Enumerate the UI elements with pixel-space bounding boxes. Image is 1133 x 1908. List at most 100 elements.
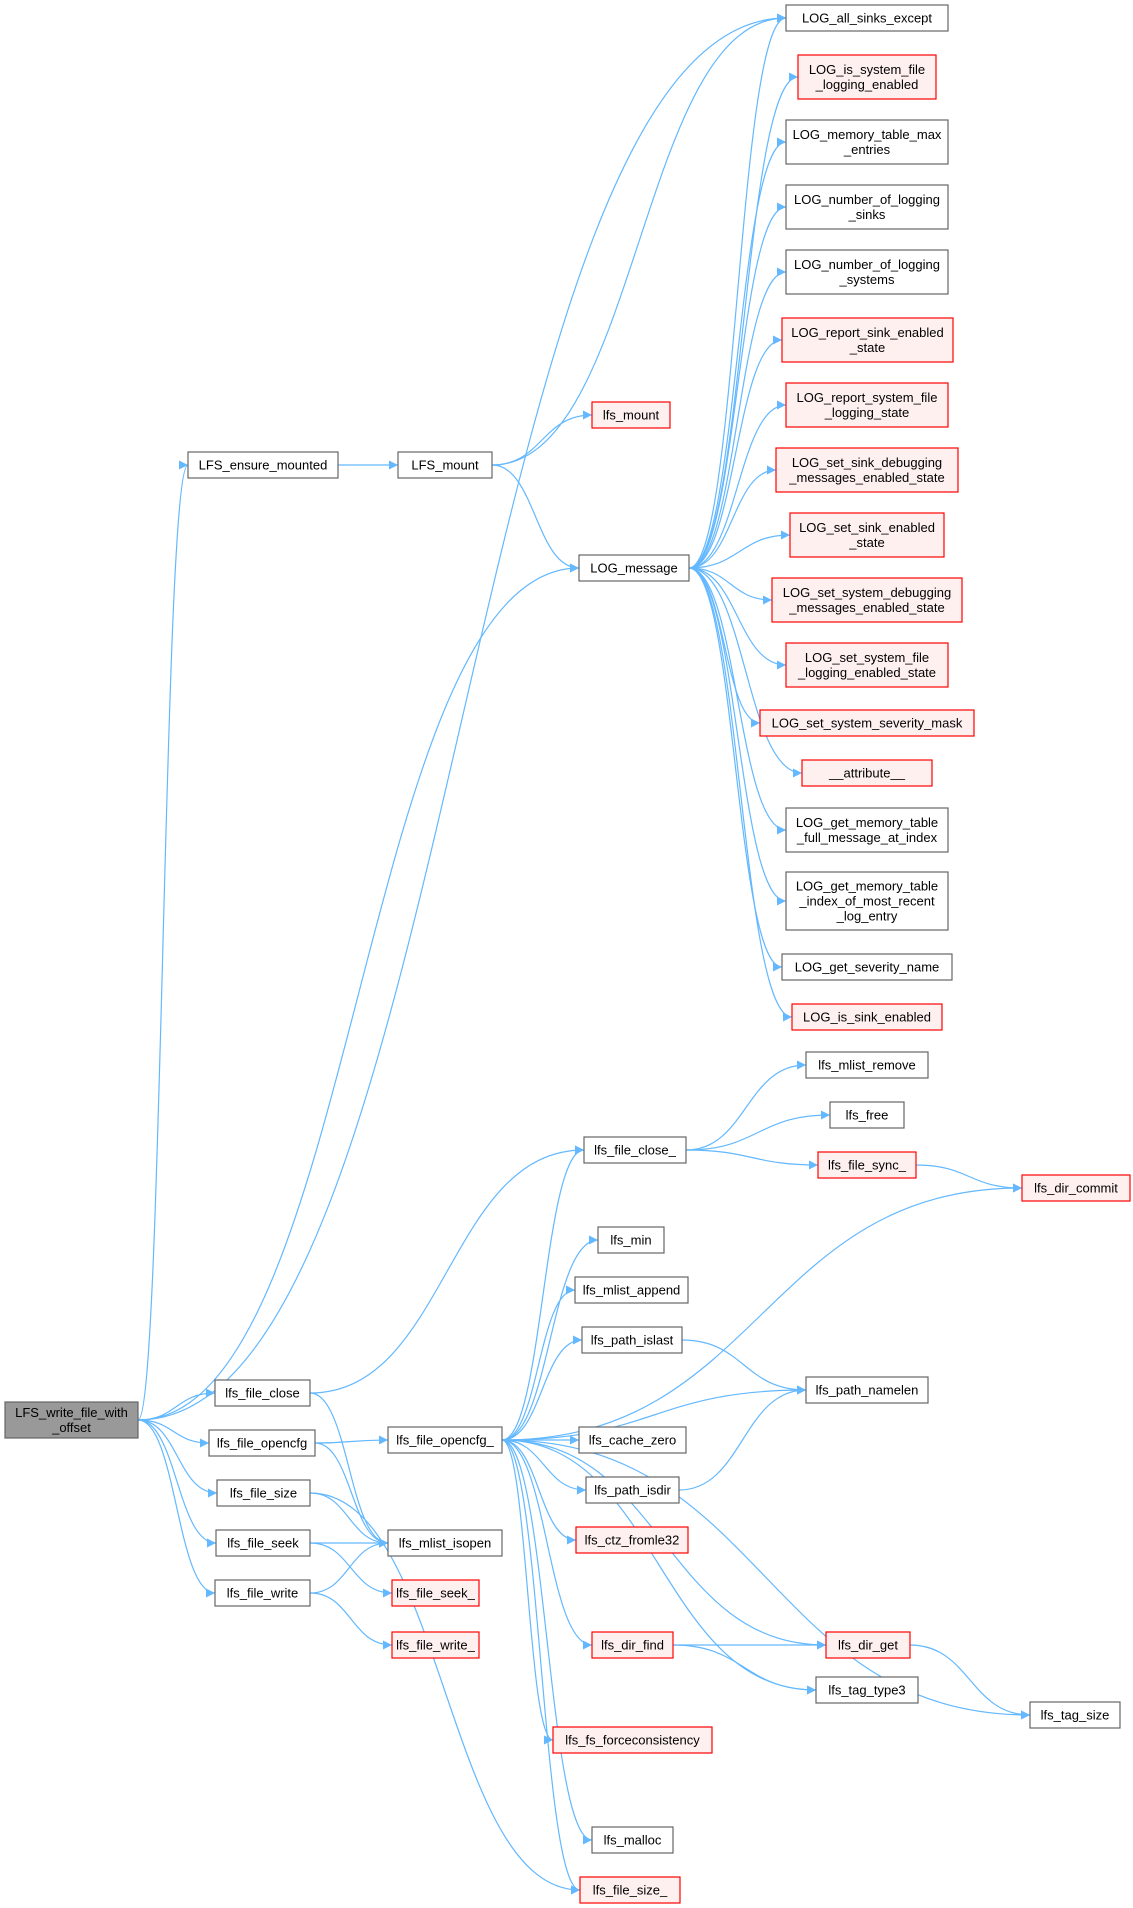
node-file-size-[interactable]: lfs_file_size_ xyxy=(579,1876,681,1904)
node-l-set-sink-dbg[interactable]: LOG_set_sink_debugging_messages_enabled_… xyxy=(775,447,959,493)
node-root[interactable]: LFS_write_file_with_offset xyxy=(4,1401,139,1439)
node-l-get-sev[interactable]: LOG_get_severity_name xyxy=(781,953,953,981)
node-box xyxy=(785,249,949,295)
node-box xyxy=(387,1426,503,1454)
edge-LFS_mount-to-L_all_sinks xyxy=(491,13,787,466)
node-label: lfs_ctz_fromle32 xyxy=(585,1533,680,1548)
node-label: _logging_enabled xyxy=(815,77,919,92)
node-box xyxy=(797,54,937,100)
node-dir-get[interactable]: lfs_dir_get xyxy=(825,1631,911,1659)
node-box xyxy=(781,317,954,363)
node-file-write-[interactable]: lfs_file_write_ xyxy=(391,1631,480,1659)
edge-root-to-ensure xyxy=(137,460,189,1421)
node-box xyxy=(208,1429,316,1457)
node-box xyxy=(215,1529,311,1557)
node-l-attr[interactable]: __attribute__ xyxy=(801,759,933,787)
node-box xyxy=(785,4,949,32)
edge-file_opencfg_-to-lfs_min xyxy=(501,1235,599,1441)
node-box xyxy=(187,451,339,479)
edge-path_isdir-to-path_namelen xyxy=(678,1385,807,1491)
node-file-seek-[interactable]: lfs_file_seek_ xyxy=(391,1579,480,1607)
node-mlist-isopen[interactable]: lfs_mlist_isopen xyxy=(387,1529,503,1557)
node-box xyxy=(771,577,963,623)
node-tag-size[interactable]: lfs_tag_size xyxy=(1029,1701,1121,1729)
edge-LOG_message-to-L_get_idx xyxy=(688,567,787,906)
edge-file_close_-to-lfs_free xyxy=(685,1110,831,1151)
node-file-opencfg[interactable]: lfs_file_opencfg xyxy=(208,1429,316,1457)
node-label: _sinks xyxy=(848,207,886,222)
node-box xyxy=(785,184,949,230)
node-l-set-sys-dbg[interactable]: LOG_set_system_debugging_messages_enable… xyxy=(771,577,963,623)
edge-file_sync_-to-dir_commit xyxy=(915,1164,1023,1193)
node-file-seek[interactable]: lfs_file_seek xyxy=(215,1529,311,1557)
node-ctz-fromle32[interactable]: lfs_ctz_fromle32 xyxy=(575,1526,689,1554)
node-l-set-sink-en[interactable]: LOG_set_sink_enabled_state xyxy=(789,512,945,558)
node-label: _offset xyxy=(51,1420,91,1435)
node-label: LFS_mount xyxy=(411,458,479,473)
node-dir-commit[interactable]: lfs_dir_commit xyxy=(1021,1174,1131,1202)
node-l-set-sys-file[interactable]: LOG_set_system_file_logging_enabled_stat… xyxy=(785,642,949,688)
node-cache-zero[interactable]: lfs_cache_zero xyxy=(578,1426,687,1454)
node-lfs-mount[interactable]: lfs_mount xyxy=(591,401,671,429)
node-box xyxy=(805,1376,929,1404)
node-l-all-sinks[interactable]: LOG_all_sinks_except xyxy=(785,4,949,32)
edge-LOG_message-to-L_num_sinks xyxy=(688,202,787,569)
node-l-rep-sys-file[interactable]: LOG_report_system_file_logging_state xyxy=(785,382,949,428)
node-label: lfs_file_close_ xyxy=(594,1143,676,1158)
node-lfs-free[interactable]: lfs_free xyxy=(829,1101,905,1129)
edge-root-to-file_seek xyxy=(137,1419,217,1548)
node-label: lfs_path_islast xyxy=(591,1333,674,1348)
node-label: LFS_write_file_with xyxy=(15,1405,128,1420)
node-dir-find[interactable]: lfs_dir_find xyxy=(591,1631,674,1659)
node-box xyxy=(575,1526,689,1554)
node-lfs-mount[interactable]: LFS_mount xyxy=(397,451,493,479)
node-path-isdir[interactable]: lfs_path_isdir xyxy=(585,1476,680,1504)
node-label: _state xyxy=(849,340,885,355)
edge-file_opencfg_-to-file_close_ xyxy=(501,1145,585,1441)
node-lfs-malloc[interactable]: lfs_malloc xyxy=(591,1826,674,1854)
node-ensure[interactable]: LFS_ensure_mounted xyxy=(187,451,339,479)
node-box xyxy=(785,382,949,428)
node-label: lfs_file_size xyxy=(230,1486,297,1501)
edge-file_close-to-file_close_ xyxy=(309,1145,585,1394)
node-l-get-idx[interactable]: LOG_get_memory_table_index_of_most_recen… xyxy=(785,871,949,931)
node-box xyxy=(789,512,945,558)
node-box xyxy=(785,119,949,165)
node-l-num-sinks[interactable]: LOG_number_of_logging_sinks xyxy=(785,184,949,230)
node-tag-type3[interactable]: lfs_tag_type3 xyxy=(815,1676,919,1704)
edge-file_opencfg_-to-ctz_fromle32 xyxy=(501,1439,577,1545)
node-label: lfs_mount xyxy=(603,408,660,423)
node-l-set-sev[interactable]: LOG_set_system_severity_mask xyxy=(759,709,975,737)
node-box xyxy=(585,1476,680,1504)
node-l-rep-sink[interactable]: LOG_report_sink_enabled_state xyxy=(781,317,954,363)
node-file-size[interactable]: lfs_file_size xyxy=(216,1479,311,1507)
node-file-close[interactable]: lfs_file_close xyxy=(214,1379,311,1407)
node-l-num-sys[interactable]: LOG_number_of_logging_systems xyxy=(785,249,949,295)
node-mlist-remove[interactable]: lfs_mlist_remove xyxy=(805,1051,929,1079)
node-file-write[interactable]: lfs_file_write xyxy=(214,1579,311,1607)
node-path-namelen[interactable]: lfs_path_namelen xyxy=(805,1376,929,1404)
edge-LOG_message-to-L_rep_sink xyxy=(688,335,783,569)
node-fs-force[interactable]: lfs_fs_forceconsistency xyxy=(552,1726,713,1754)
node-label: lfs_tag_size xyxy=(1041,1708,1110,1723)
node-l-mem-max[interactable]: LOG_memory_table_max_entries xyxy=(785,119,949,165)
node-file-close-[interactable]: lfs_file_close_ xyxy=(583,1136,687,1164)
node-label: LOG_get_memory_table xyxy=(796,815,938,830)
node-l-get-full[interactable]: LOG_get_memory_table_full_message_at_ind… xyxy=(785,807,949,853)
node-box xyxy=(805,1051,929,1079)
node-log-message[interactable]: LOG_message xyxy=(578,554,690,582)
edge-LFS_mount-to-lfs_mount xyxy=(491,410,593,466)
node-file-opencfg-[interactable]: lfs_file_opencfg_ xyxy=(387,1426,503,1454)
node-l-is-sys-file[interactable]: LOG_is_system_file_logging_enabled xyxy=(797,54,937,100)
edge-file_opencfg_-to-mlist_append xyxy=(501,1285,576,1441)
node-l-is-sink[interactable]: LOG_is_sink_enabled xyxy=(791,1003,943,1031)
node-box xyxy=(4,1401,139,1439)
node-file-sync-[interactable]: lfs_file_sync_ xyxy=(817,1151,917,1179)
node-label: _entries xyxy=(843,142,891,157)
node-lfs-min[interactable]: lfs_min xyxy=(597,1226,665,1254)
node-mlist-append[interactable]: lfs_mlist_append xyxy=(574,1276,689,1304)
node-path-islast[interactable]: lfs_path_islast xyxy=(581,1326,683,1354)
node-label: LOG_get_memory_table xyxy=(796,879,938,894)
node-label: lfs_free xyxy=(846,1108,889,1123)
node-label: LOG_report_system_file xyxy=(797,390,938,405)
